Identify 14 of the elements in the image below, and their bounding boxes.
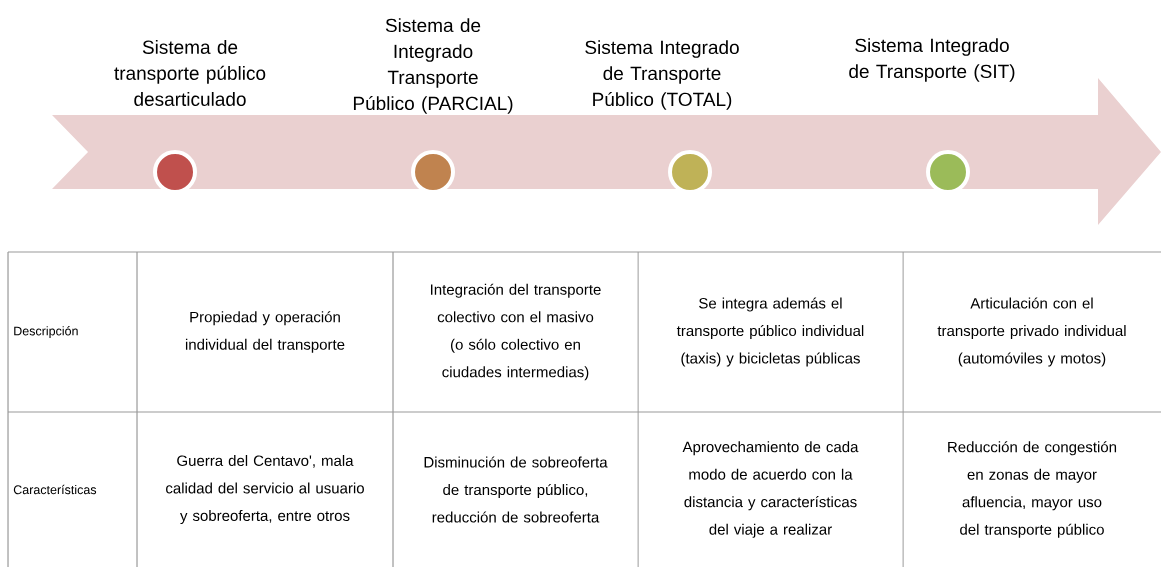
cell-text: Disminución de sobreoferta de transporte público, reducción de sobreoferta [424, 456, 608, 523]
stage-title: Sistema Integrado de Transporte Público (TOTAL) [585, 40, 739, 110]
cell-text: Propiedad y operación individual del transporte [185, 311, 345, 353]
cell-text: Aprovechamiento de cada modo de acuerdo con la distancia y características del viaje a realizar [682, 441, 859, 538]
row-header: Características [13, 484, 97, 495]
stage-title: Sistema de Integrado Transporte Público (PARCIAL) [353, 18, 513, 114]
cell-text: Articulación con el transporte privado individual (automóviles y motos) [937, 297, 1126, 367]
stage-title: Sistema de transporte público desarticulado [114, 40, 266, 106]
cell-text: Integración del transporte colectivo con el masivo (o sólo colectivo en ciudades intermedias) [431, 283, 601, 381]
stage-title: Sistema Integrado de Transporte (SIT) [849, 38, 1015, 82]
cell-text: Se integra además el transporte público individual (taxis) y bicicletas públicas [676, 297, 864, 367]
cell-text: Guerra del Centavo', mala calidad del servicio al usuario y sobreoferta, entre otros [166, 455, 364, 524]
row-header: Descripción [14, 326, 78, 338]
cell-text: Reducción de congestión en zonas de mayor afluencia, mayor uso del transporte público [948, 441, 1117, 538]
